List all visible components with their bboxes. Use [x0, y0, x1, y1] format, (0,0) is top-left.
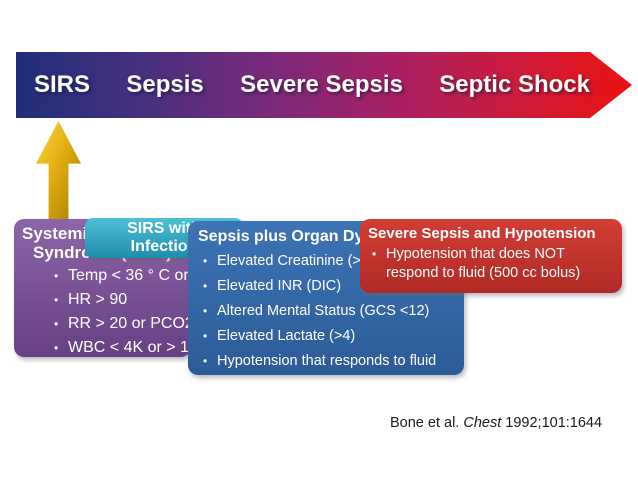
- sirs-bullet-list: • Temp < 36 ° C or > 38 ° C • HR > 90 • …: [14, 264, 191, 357]
- list-item: • Elevated INR (DIC): [188, 274, 464, 299]
- bullet-text: Elevated INR (DIC): [217, 278, 342, 294]
- citation-prefix: Bone et al.: [390, 415, 464, 431]
- bullet-text: Temp < 36 ° C or > 38 ° C: [68, 267, 191, 284]
- banner-label-sirs: SIRS: [34, 71, 91, 98]
- bullet-text: Hypotension that does NOT respond to flu…: [386, 246, 581, 281]
- bullet-icon: •: [203, 279, 208, 293]
- up-arrow-icon: [36, 121, 81, 220]
- list-item: • Elevated Lactate (>4): [188, 324, 464, 349]
- bullet-icon: •: [54, 269, 59, 283]
- citation-suffix: 1992;101:1644: [501, 415, 603, 431]
- list-item: • Altered Mental Status (GCS <12): [188, 299, 464, 324]
- bullet-icon: •: [54, 341, 59, 355]
- bullet-text: Hypotension that responds to fluid: [217, 353, 437, 369]
- list-item: • WBC < 4K or > 12K: [14, 336, 191, 357]
- severe-sepsis-hypotension-bullet-list: • Hypotension that does NOT respond to f…: [360, 245, 622, 283]
- list-item: • Hypotension that does NOT respond to f…: [360, 245, 622, 283]
- banner-label-severe-sepsis: Severe Sepsis: [240, 71, 403, 98]
- bullet-text: Altered Mental Status (GCS <12): [217, 303, 430, 319]
- list-item: • Hypotension that responds to fluid: [188, 349, 464, 374]
- severe-sepsis-hypotension-box: Severe Sepsis and Hypotension • Hypotens…: [360, 219, 622, 293]
- banner-label-sepsis: Sepsis: [126, 71, 204, 98]
- list-item: • RR > 20 or PCO2 < 32: [14, 312, 191, 336]
- progression-banner: SIRS Sepsis Severe Sepsis Septic Shock: [16, 52, 632, 118]
- sirs-infection-title-line1: SIRS with: [127, 220, 201, 237]
- bullet-text: RR > 20 or PCO2 < 32: [68, 315, 191, 332]
- bullet-icon: •: [54, 293, 59, 307]
- bullet-icon: •: [203, 329, 208, 343]
- sepsis-organ-dysfunction-bullet-list: • Elevated Creatinine (>2.0) • Elevated …: [188, 249, 464, 374]
- bullet-text: WBC < 4K or > 12K: [68, 339, 191, 356]
- bullet-icon: •: [203, 254, 208, 268]
- citation: Bone et al. Chest 1992;101:1644: [390, 415, 602, 431]
- bullet-icon: •: [203, 354, 208, 368]
- bullet-icon: •: [203, 304, 208, 318]
- list-item: • Elevated Creatinine (>2.0): [188, 249, 464, 274]
- list-item: • HR > 90: [14, 288, 191, 312]
- bullet-text: Elevated Lactate (>4): [217, 328, 356, 344]
- bullet-icon: •: [372, 247, 377, 261]
- bullet-text: HR > 90: [68, 291, 128, 308]
- bullet-icon: •: [54, 317, 59, 331]
- list-item: • Temp < 36 ° C or > 38 ° C: [14, 264, 191, 288]
- sirs-infection-title-line2: Infection: [130, 238, 198, 255]
- citation-journal: Chest: [463, 415, 502, 431]
- banner-label-septic-shock: Septic Shock: [439, 71, 590, 98]
- bullet-text: Elevated Creatinine (>2.0): [217, 253, 386, 269]
- severe-sepsis-hypotension-title: Severe Sepsis and Hypotension: [368, 225, 596, 242]
